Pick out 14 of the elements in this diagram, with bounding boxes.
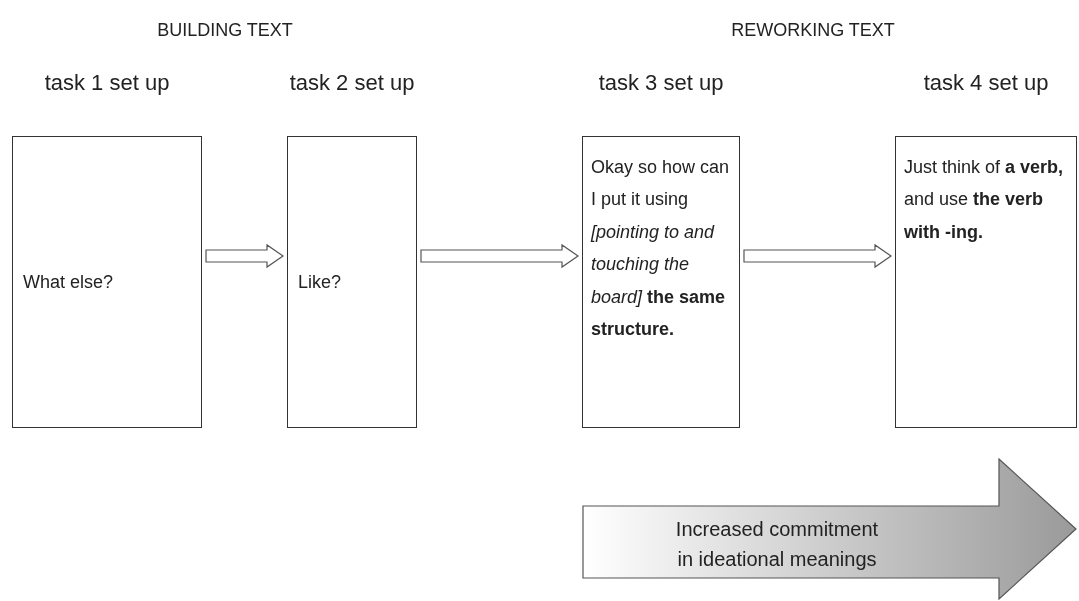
- task-heading: task 2 set up: [289, 70, 415, 96]
- section-heading: REWORKING TEXT: [731, 20, 895, 41]
- section-heading: BUILDING TEXT: [157, 20, 293, 41]
- box-text: Okay so how can I put it using [pointing to and touching the board] the same structure.: [591, 156, 731, 341]
- box-text: Like?: [298, 270, 342, 294]
- task-heading: task 4 set up: [923, 70, 1049, 96]
- hollow-arrow: [205, 243, 285, 269]
- task-heading: task 3 set up: [598, 70, 724, 96]
- box-text: What else?: [23, 270, 114, 294]
- hollow-arrow: [420, 243, 580, 269]
- arrow-text: Increased commitment in ideational meanings: [674, 517, 880, 572]
- hollow-arrow: [743, 243, 893, 269]
- task-heading: task 1 set up: [44, 70, 170, 96]
- box-text: Just think of a verb, and use the verb with -ing.: [904, 156, 1065, 244]
